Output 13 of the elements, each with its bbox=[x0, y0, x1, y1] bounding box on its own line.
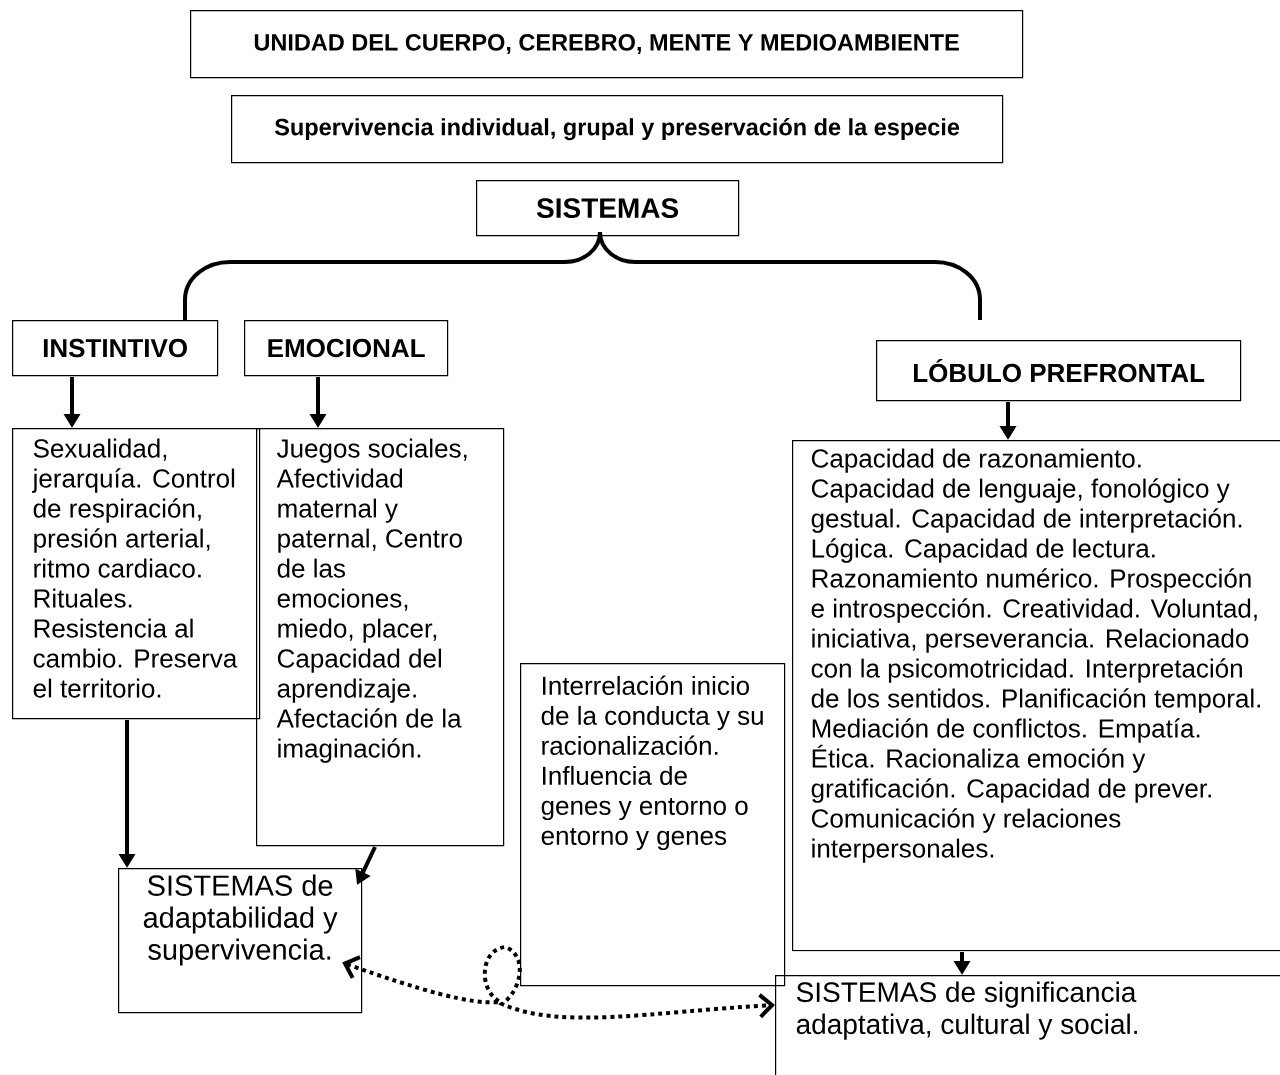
text-box: Juegos sociales, Afectividad maternal y paternal, Centro de las emociones, miedo, placer, Capacidad del aprendizaje. Afectación de la imaginación. bbox=[256, 427, 505, 847]
title-box: UNIDAD DEL CUERPO, CEREBRO, MENTE Y MEDIOAMBIENTE bbox=[190, 10, 1024, 79]
subtitle-box: Supervivencia individual, grupal y preservación de la especie bbox=[231, 95, 1004, 164]
heading-box: SISTEMAS bbox=[476, 180, 740, 237]
arrow bbox=[342, 945, 775, 1020]
text-box: Capacidad de razonamiento. Capacidad de lenguaje, fonológico y gestual. Capacidad de interpretación. Lógica. Capacidad de lectura. Razonamiento numérico. Prospección e introspección. Creatividad. Voluntad, iniciativa, perseverancia. Relacionado con la psicomotricidad. Interpretación de los sentidos. Planificación temporal. Mediación de conflictos. Empatía. Ética. Racionaliza emoción y gratificación. Capacidad de prever. Comunicación y relaciones interpersonales. bbox=[792, 439, 1280, 952]
result-box: SISTEMAS de significancia adaptativa, cultural y social. bbox=[775, 975, 1280, 1075]
result-box: SISTEMAS de adaptabilidad y supervivencia. bbox=[118, 868, 363, 1014]
text-box: Sexualidad, jerarquía. Control de respiración, presión arterial, ritmo cardiaco. Rituales. Resistencia al cambio. Preserva el territorio. bbox=[12, 427, 261, 720]
category-box: INSTINTIVO bbox=[12, 319, 219, 377]
text-box: Interrelación inicio de la conducta y su racionalización. Influencia de genes y entorno o entorno y genes bbox=[520, 663, 786, 987]
category-box: EMOCIONAL bbox=[244, 319, 449, 377]
category-box: LÓBULO PREFRONTAL bbox=[876, 339, 1242, 402]
